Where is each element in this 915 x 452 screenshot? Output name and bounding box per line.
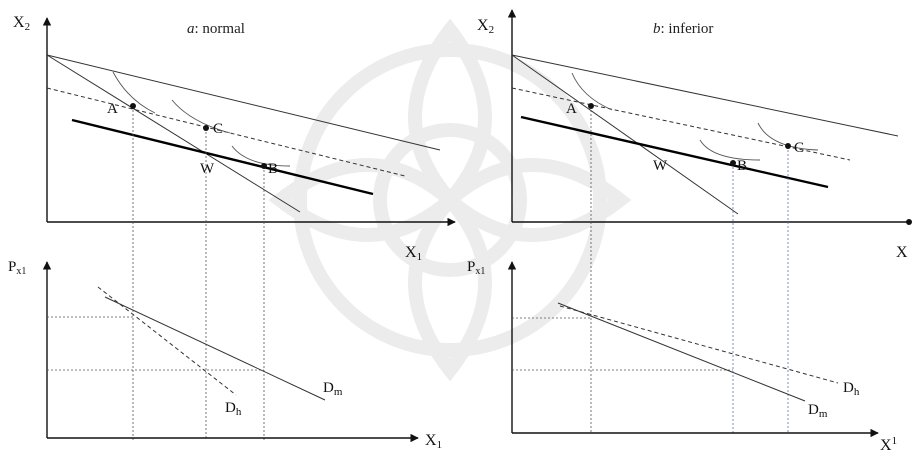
panel-b-y-axis-label: X2 <box>477 17 494 36</box>
watermark-ornament <box>268 18 632 382</box>
panel-a-steep-budget-line <box>46 54 301 213</box>
panel-b-point-c-dot <box>785 143 791 149</box>
panel-a-dm-curve <box>104 296 326 401</box>
panel-b-dh-curve <box>559 305 839 384</box>
panel-a-x-axis-label: X1 <box>405 244 422 263</box>
panel-a-y-axis-label: X2 <box>13 14 30 33</box>
panel-a-point-a-dot <box>130 103 136 109</box>
panel-a-point-b-dot <box>261 163 267 169</box>
panel-a-original-budget-line <box>46 54 441 151</box>
panel-a-dh-label: Dh <box>225 400 242 418</box>
panel-b-point-b-label: B <box>737 158 747 174</box>
panel-b-point-c-label: C <box>794 140 804 156</box>
panel-b-point-a-label: A <box>566 101 577 117</box>
panel-a-point-c-label: C <box>213 121 223 137</box>
panel-b-top: X2 X b: inferior A C B W <box>477 9 912 433</box>
panel-a-point-b-label: B <box>268 161 278 177</box>
panel-b-indifference-curve-a <box>571 72 613 111</box>
panel-b-indifference-curve-c <box>757 122 819 151</box>
panel-b-x-axis-label: X <box>896 244 908 261</box>
panel-a-title: a: normal <box>187 21 245 37</box>
panel-a-indifference-curve-b <box>231 145 291 167</box>
panel-b-indifference-curve-b <box>699 139 761 161</box>
panel-b-steep-budget-line <box>511 54 739 215</box>
panel-a-point-a-label: A <box>107 101 118 117</box>
panel-b-bottom: Px1 X1 Dm Dh <box>467 259 897 452</box>
panel-b-dm-curve <box>557 302 806 402</box>
panel-a-price-axis-label: Px1 <box>8 259 26 277</box>
panel-a-point-w-label: W <box>200 161 215 177</box>
panel-b-price-axis-label: Px1 <box>467 259 485 277</box>
panel-b-compensated-line <box>511 87 851 161</box>
panel-b-title: b: inferior <box>653 21 713 37</box>
panel-b-point-a-dot <box>588 103 594 109</box>
panel-b-dh-label: Dh <box>843 380 860 398</box>
panel-a-bottom: Px1 X1 Dm Dh <box>8 259 442 451</box>
panel-b-point-w-label: W <box>653 158 668 174</box>
panel-a-bottom-x-label: X1 <box>425 432 442 451</box>
panel-b-new-budget-line <box>520 115 829 189</box>
panel-a-dh-curve <box>97 286 237 396</box>
panel-b-x-axis-end <box>906 219 912 225</box>
panel-a-indifference-curve-a <box>112 71 156 114</box>
panel-b-bottom-x-label: X1 <box>880 435 897 452</box>
panel-b-original-budget-line <box>511 54 899 137</box>
panel-a-dm-label: Dm <box>323 380 343 398</box>
panel-a-indifference-curve-c <box>171 99 231 134</box>
panel-a-top: X2 X1 a: normal A C B W <box>13 14 456 440</box>
panel-a-point-c-dot <box>203 125 209 131</box>
panel-b-point-b-dot <box>730 160 736 166</box>
panel-b-dm-label: Dm <box>808 402 828 420</box>
panel-a-new-budget-line <box>71 118 374 196</box>
